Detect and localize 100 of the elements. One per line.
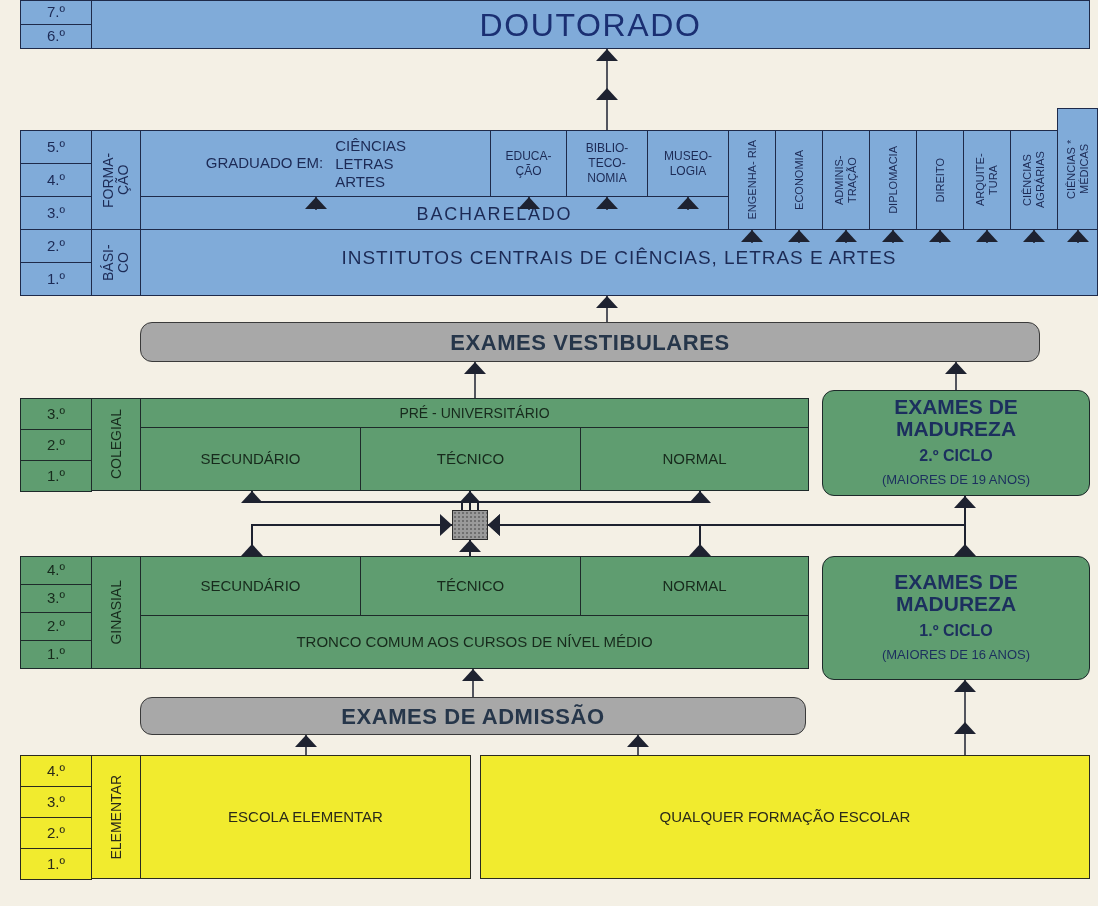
vertical-label: ELEMENTAR [108, 774, 124, 860]
course-column [869, 130, 917, 230]
course-cell [647, 130, 729, 197]
vertical-label: CIÊNCIAS AGRÁRIAS [1021, 150, 1047, 211]
arrow [976, 229, 998, 244]
course-column [963, 130, 1011, 230]
arrow [788, 229, 810, 244]
course-cell [140, 130, 491, 197]
arrow [1023, 229, 1045, 244]
degree-label: DOUTORADO [479, 5, 702, 45]
year-cell [20, 640, 92, 669]
year-label: 6.º [47, 26, 65, 47]
course-label: MUSEO- LOGIA [663, 148, 713, 179]
cycle-label: 2.º CICLO [919, 446, 993, 467]
year-cell [20, 24, 92, 49]
course-label: NORMAL [662, 575, 727, 596]
stage-cell [91, 398, 141, 491]
year-label: 3.º [47, 588, 65, 609]
school-box [140, 755, 471, 879]
vertical-label: BÁSI- CO [101, 243, 131, 283]
course-column [1057, 108, 1098, 230]
course-cell [140, 427, 361, 491]
arrow [462, 668, 484, 698]
year-cell [20, 848, 92, 880]
stage-cell [91, 229, 141, 296]
year-label: 2.º [47, 822, 65, 843]
exam-label: EXAMES DE ADMISSÃO [341, 702, 605, 731]
year-cell [20, 817, 92, 849]
year-label: 1.º [47, 644, 65, 665]
arrow [241, 514, 453, 557]
year-cell [20, 755, 92, 787]
arrow [835, 229, 857, 244]
year-cell [20, 130, 92, 164]
vertical-label: FORMA- ÇÃO [101, 151, 131, 209]
course-column [1010, 130, 1058, 230]
year-label: 2.º [47, 434, 65, 455]
exam-panel [822, 556, 1090, 680]
year-label: 4.º [47, 169, 65, 190]
vertical-label: COLEGIAL [108, 409, 124, 480]
arrow [295, 734, 317, 756]
vertical-label: GINASIAL [108, 580, 124, 645]
year-label: 3.º [47, 202, 65, 223]
course-label: BACHARELADO [416, 203, 573, 226]
course-bar [140, 398, 809, 428]
arrow [487, 514, 976, 557]
course-label: GRADUADO EM: [205, 153, 324, 174]
year-cell [20, 163, 92, 197]
degree-bar [91, 0, 1090, 49]
stage-cell [91, 556, 141, 669]
course-cell [140, 556, 361, 616]
course-cell [566, 130, 648, 197]
year-cell [20, 584, 92, 613]
year-cell [20, 460, 92, 492]
course-label: INSTITUTOS CENTRAIS DE CIÊNCIAS, LETRAS E ARTES [341, 246, 897, 271]
stage-cell [91, 755, 141, 879]
arrow [882, 229, 904, 244]
arrow [741, 229, 763, 244]
vertical-label: DIPLOMACIA [886, 146, 900, 214]
course-bar [140, 196, 729, 230]
course-cell [580, 427, 809, 491]
year-cell [20, 429, 92, 461]
year-label: 4.º [47, 760, 65, 781]
arrow [518, 196, 540, 211]
exam-label: EXAMES VESTIBULARES [450, 328, 730, 357]
course-column [916, 130, 964, 230]
year-cell [20, 0, 92, 25]
arrow [945, 361, 967, 391]
vertical-label: ENGENHA- RIA [745, 140, 759, 220]
arrow [596, 48, 618, 131]
course-cell [490, 130, 567, 197]
year-label: ESCOLA ELEMENTAR [228, 806, 383, 827]
course-column [822, 130, 870, 230]
course-label: BIBLIO- TECO- NOMIA [584, 141, 630, 186]
vertical-label: ADMINIS- TRAÇÃO [833, 154, 859, 207]
year-cell [20, 612, 92, 641]
stage-cell [91, 130, 141, 230]
course-label: EDUCA- ÇÃO [504, 148, 553, 179]
vertical-label: ECONOMIA [792, 150, 806, 210]
course-label: SECUNDÁRIO [200, 448, 301, 469]
year-label: 3.º [47, 403, 65, 424]
exam-bar [140, 697, 806, 735]
arrow [459, 539, 481, 557]
course-column [775, 130, 823, 230]
exam-bar [140, 322, 1040, 362]
arrow [627, 734, 649, 756]
vertical-label: CIÊNCIAS * MÉDICAS [1064, 138, 1091, 201]
arrow [477, 490, 711, 511]
course-cell [360, 556, 581, 616]
year-label: QUALQUER FORMAÇÃO ESCOLAR [659, 806, 911, 827]
year-label: 4.º [47, 560, 65, 581]
year-label: 2.º [47, 616, 65, 637]
arrow [954, 679, 976, 756]
arrow [459, 490, 481, 511]
course-cell [580, 556, 809, 616]
year-label: 1.º [47, 268, 65, 289]
year-label: 1.º [47, 853, 65, 874]
vertical-label: DIREITO [933, 157, 947, 203]
year-cell [20, 786, 92, 818]
course-label: TÉCNICO [436, 575, 505, 596]
age-note: (MAIORES DE 16 ANOS) [881, 646, 1031, 665]
